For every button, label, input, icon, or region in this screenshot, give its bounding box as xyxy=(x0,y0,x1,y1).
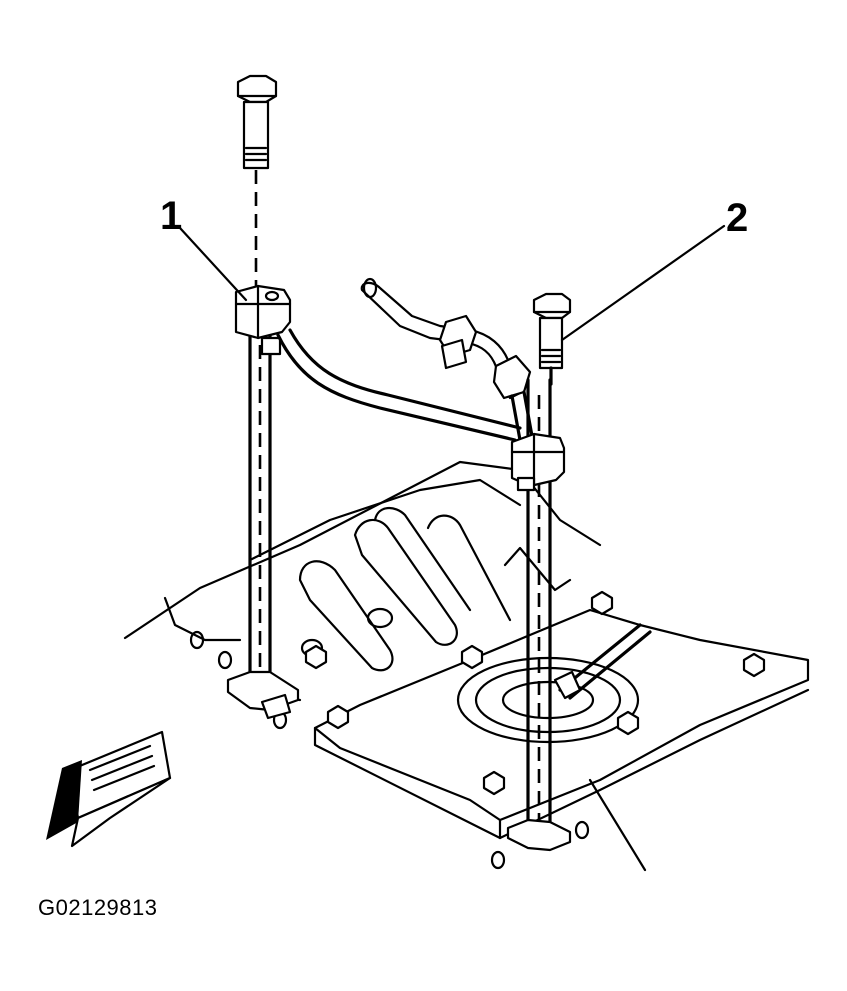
callout-label-2: 2 xyxy=(726,196,749,240)
front-arrow-icon xyxy=(46,730,172,848)
left-bolt xyxy=(236,74,278,170)
mounting-nuts xyxy=(304,590,766,796)
tube-assembly xyxy=(276,277,534,442)
leader-line-2 xyxy=(560,224,726,342)
engine-floor-panel xyxy=(123,460,602,870)
left-stud xyxy=(226,328,300,720)
leader-line-1 xyxy=(178,226,248,302)
callout-label-1: 1 xyxy=(160,194,183,238)
left-tube-clip xyxy=(234,284,292,356)
right-bolt xyxy=(532,292,572,386)
right-tube-clip xyxy=(510,432,566,492)
figure-id-label: G02129813 xyxy=(38,895,158,920)
